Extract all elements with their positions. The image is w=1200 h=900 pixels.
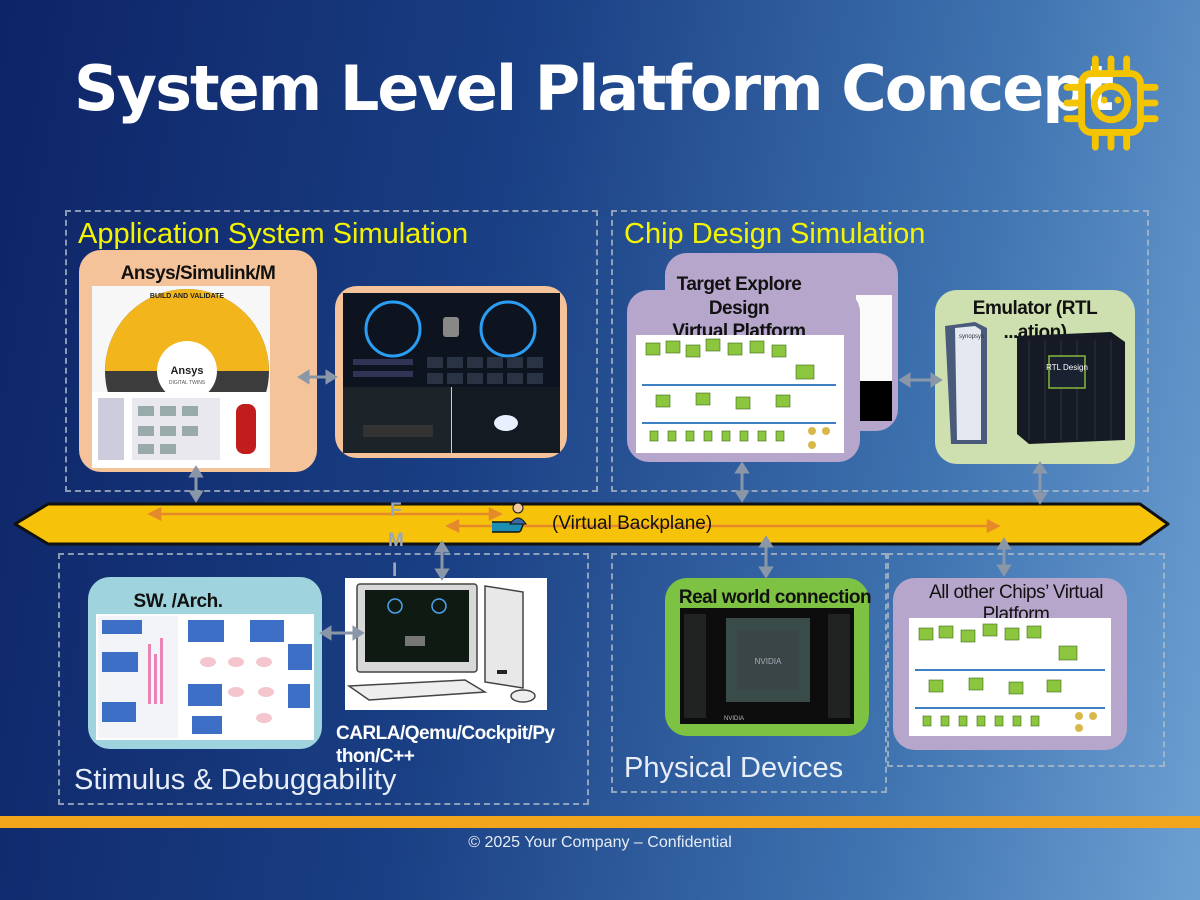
- fm-letter-i: I: [392, 560, 398, 581]
- emulator-hardware-image: synopsys RTL Design: [945, 322, 1125, 444]
- ansys-digital-twin-image: BUILD AND VALIDATE Ansys DIGITAL TWINS: [92, 286, 270, 468]
- footer-bar: [0, 816, 1200, 828]
- stimulus-region-title: Stimulus & Debuggability: [74, 764, 397, 796]
- digital-twins-text: DIGITAL TWINS: [169, 380, 206, 386]
- target-explore-label-2: Design: [708, 298, 770, 319]
- ansys-card-label: Ansys/Simulink/M: [120, 263, 276, 284]
- synopsys-text: synopsys: [959, 334, 984, 340]
- virtual-backplane-arrow: [13, 502, 1170, 546]
- fm-letter-m: M: [388, 530, 404, 551]
- sw-arch-diagram-image: [96, 614, 314, 740]
- chip-icon: [1063, 55, 1159, 151]
- real-world-label: Real world connection: [678, 587, 872, 608]
- target-explore-diagram-image: [636, 335, 844, 453]
- build-validate-text: BUILD AND VALIDATE: [150, 293, 224, 300]
- person-at-computer-icon: [492, 502, 527, 533]
- other-chips-label-2: Platform: [982, 604, 1050, 619]
- physical-region: [611, 553, 887, 793]
- nvidia-board-text: NVIDIA: [724, 716, 744, 722]
- virtual-backplane-label: (Virtual Backplane): [552, 513, 713, 534]
- application-region: [65, 210, 598, 492]
- nvidia-chip-text: NVIDIA: [755, 657, 782, 666]
- target-explore-label-3: Virtual Platform: [672, 321, 806, 336]
- carla-caption-line-1: CARLA/Qemu/Cockpit/Py: [336, 723, 555, 744]
- footer-text: © 2025 Your Company – Confidential: [468, 834, 732, 851]
- carla-computer-image: [345, 578, 547, 710]
- emulator-label-1: Emulator (RTL: [972, 298, 1098, 319]
- page-title: System Level Platform Concept: [74, 52, 1114, 125]
- chip-region: [611, 210, 1149, 492]
- target-explore-back-image: [856, 295, 892, 421]
- chip-region-title: Chip Design Simulation: [624, 218, 926, 250]
- application-region-title: Application System Simulation: [78, 218, 469, 250]
- ansys-logo-text: Ansys: [170, 365, 203, 377]
- sw-arch-label: SW. /Arch.: [133, 591, 223, 612]
- rtl-design-text: RTL Design: [1046, 363, 1088, 372]
- cockpit-dashboard-image: [343, 293, 560, 453]
- other-chips-region: [887, 553, 1165, 767]
- target-explore-label-1: Target Explore: [676, 274, 802, 295]
- other-chips-label-1: All other Chips’ Virtual: [929, 582, 1103, 603]
- carla-caption-line-2: thon/C++: [336, 746, 415, 767]
- other-chips-diagram-image: [909, 618, 1111, 736]
- fm-letter-f: F: [390, 500, 402, 521]
- nvidia-module-image: NVIDIA NVIDIA: [680, 608, 854, 724]
- stimulus-region: [58, 553, 589, 805]
- physical-region-title: Physical Devices: [624, 752, 844, 784]
